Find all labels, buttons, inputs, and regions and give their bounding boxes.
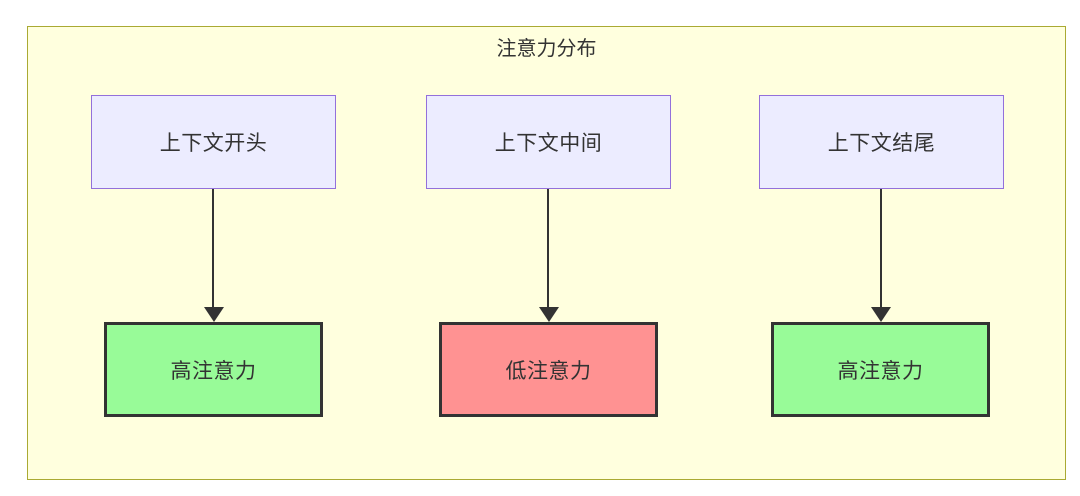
arrow-middle-to-low-line [547,189,549,308]
node-context-end-label: 上下文结尾 [827,131,936,155]
node-high-attention-2: 高注意力 [771,322,990,417]
node-context-end: 上下文结尾 [759,95,1004,189]
arrow-middle-to-low-head-icon [539,307,559,322]
node-low-attention: 低注意力 [439,322,658,417]
arrow-end-to-high-head-icon [871,307,891,322]
node-high-attention-2-label: 高注意力 [837,358,924,383]
arrow-start-to-high-line [212,189,214,308]
node-context-start: 上下文开头 [91,95,336,189]
node-context-middle: 上下文中间 [426,95,671,189]
arrow-start-to-high-head-icon [204,307,224,322]
node-high-attention-1-label: 高注意力 [170,358,257,383]
node-context-start-label: 上下文开头 [159,131,268,155]
node-high-attention-1: 高注意力 [104,322,323,417]
diagram-title: 注意力分布 [496,36,597,60]
node-context-middle-label: 上下文中间 [494,131,603,155]
node-low-attention-label: 低注意力 [505,358,592,383]
subgraph-attention-distribution: 注意力分布 上下文开头 高注意力 上下文中间 低注意力 [27,26,1066,480]
arrow-end-to-high-line [880,189,882,308]
